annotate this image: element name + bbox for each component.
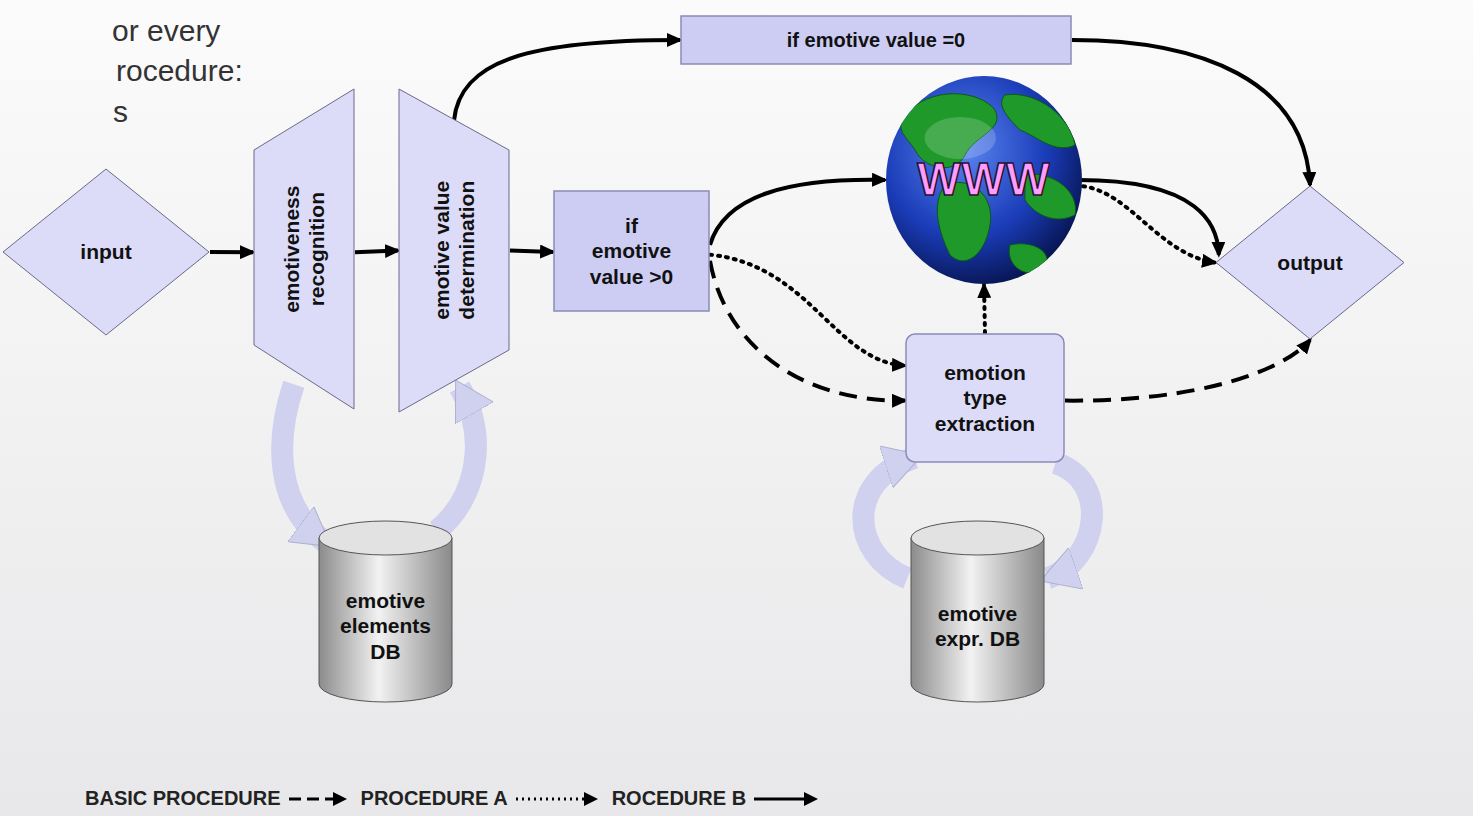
legend-text: ROCEDURE B (612, 787, 746, 810)
node-text: emotive expr. DB (934, 601, 1022, 651)
process-box: if emotive value >0 (553, 190, 710, 312)
process-box: emotiveness recognition (253, 88, 355, 410)
node-text: input (46, 239, 166, 264)
db-access-arrow (282, 384, 325, 542)
io-diamond: output (1215, 185, 1405, 340)
flow-arrow (984, 285, 985, 333)
slide-text: rocedure: (116, 54, 243, 88)
flow-arrow (1065, 340, 1310, 401)
slide-text: s (113, 95, 128, 129)
legend-sample (516, 789, 598, 809)
legend-text: PROCEDURE A (361, 787, 508, 810)
node-text: emotive elements DB (336, 588, 436, 664)
slide-text: or every (112, 14, 220, 48)
process-box: emotive value determination (398, 88, 510, 413)
node-text: emotiveness recognition (279, 174, 329, 324)
process-box: if emotive value =0 (680, 15, 1072, 65)
process-box: emotion type extraction (905, 333, 1065, 463)
legend-sample (289, 789, 347, 809)
flow-arrow (1083, 186, 1215, 262)
node-text: if emotive value =0 (696, 28, 1056, 52)
db-access-arrow (1048, 463, 1092, 578)
flow-arrow (454, 40, 680, 121)
db-access-arrow (863, 458, 914, 578)
node-text: output (1250, 250, 1370, 275)
legend: BASIC PROCEDURE PROCEDURE A ROCEDURE B (85, 787, 832, 810)
flow-arrow (710, 180, 885, 245)
node-text: emotion type extraction (923, 360, 1048, 436)
flow-arrow (710, 261, 905, 401)
legend-sample (754, 789, 818, 809)
node-text: if emotive value >0 (586, 213, 678, 289)
legend-text: BASIC PROCEDURE (85, 787, 281, 810)
trapR-outline (398, 88, 510, 413)
database-cylinder: emotive elements DB (318, 520, 453, 702)
flow-arrow (510, 251, 553, 252)
www-globe: WWW (885, 75, 1083, 285)
db-access-arrow (437, 387, 476, 531)
node-text: WWW (889, 152, 1079, 207)
flow-arrow (355, 251, 398, 253)
flow-arrow (210, 250, 253, 254)
flow-arrow (1072, 40, 1310, 185)
node-text: emotive value determination (429, 176, 479, 326)
flow-arrow (710, 255, 905, 366)
trapL-outline (253, 88, 355, 410)
io-diamond: input (2, 168, 210, 336)
database-cylinder: emotive expr. DB (910, 520, 1045, 702)
